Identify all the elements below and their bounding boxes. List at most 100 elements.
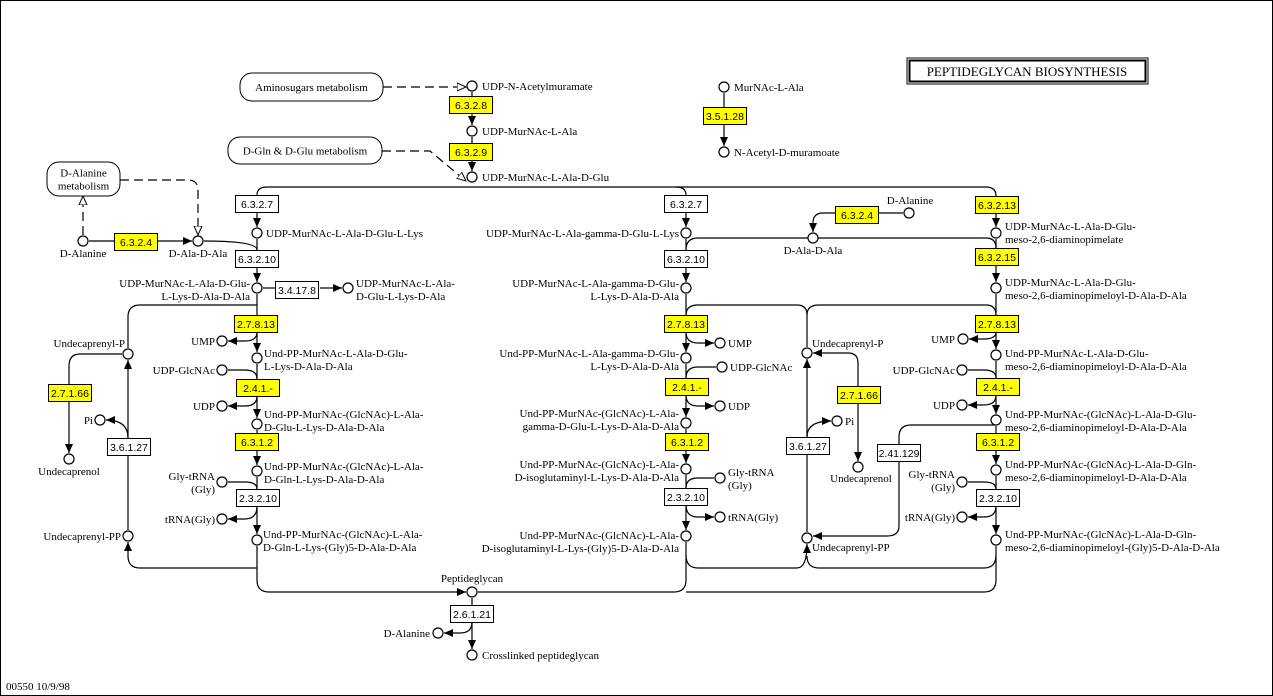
compound-node-icon[interactable] <box>957 333 969 345</box>
compound[interactable]: Und-PP-MurNAc-(GlcNAc)-L-Ala-D-Gln-meso-… <box>990 459 1197 484</box>
enzyme-box[interactable]: 3.6.1.27 <box>107 438 151 456</box>
compound-node-icon[interactable] <box>77 235 89 247</box>
enzyme-box[interactable]: 6.3.2.7 <box>235 195 279 213</box>
compound[interactable]: UDP-MurNAc-L-Ala-D-Glu <box>466 171 610 184</box>
compound[interactable]: UDP <box>193 400 228 413</box>
compound-node-icon[interactable] <box>216 364 228 376</box>
compound[interactable]: Undecaprenyl-P <box>801 338 883 359</box>
enzyme-box[interactable]: 2.3.2.10 <box>976 489 1020 507</box>
compound[interactable]: Gly-tRNA(Gly) <box>714 467 775 492</box>
compound-node-icon[interactable] <box>903 207 915 219</box>
compound-node-icon[interactable] <box>466 586 478 598</box>
compound-node-icon[interactable] <box>122 348 134 360</box>
compound[interactable]: UDP-GlcNAc <box>716 361 792 374</box>
compound[interactable]: tRNA(Gly) <box>714 511 778 524</box>
compound-node-icon[interactable] <box>192 235 204 247</box>
compound-node-icon[interactable] <box>466 649 478 661</box>
compound[interactable]: N-Acetyl-D-muramoate <box>718 146 840 159</box>
compound-node-icon[interactable] <box>94 414 106 426</box>
enzyme-box[interactable]: 6.3.2.8 <box>449 96 493 114</box>
compound[interactable]: Und-PP-MurNAc-(GlcNAc)-L-Ala-D-Gln-L-Lys… <box>251 529 423 554</box>
enzyme-box[interactable]: 3.5.1.28 <box>703 107 747 125</box>
enzyme-box[interactable]: 6.3.1.2 <box>976 433 1020 451</box>
compound[interactable]: tRNA(Gly) <box>905 511 968 524</box>
compound-node-icon[interactable] <box>956 511 968 523</box>
compound[interactable]: UMP <box>191 335 228 348</box>
compound[interactable]: D-Ala-D-Ala <box>169 235 228 260</box>
enzyme-box[interactable]: 6.3.1.2 <box>235 433 279 451</box>
compound-node-icon[interactable] <box>680 463 692 475</box>
compound[interactable]: Gly-tRNA(Gly) <box>169 471 228 496</box>
compound[interactable]: UDP-MurNAc-L-Ala-D-Glu-L-Lys-D-Ala-D-Ala <box>119 278 263 303</box>
compound-node-icon[interactable] <box>251 534 263 546</box>
compound-node-icon[interactable] <box>956 399 968 411</box>
compound-node-icon[interactable] <box>956 364 968 376</box>
compound[interactable]: Und-PP-MurNAc-(GlcNAc)-L-Ala-D-isoglutam… <box>482 530 692 555</box>
compound-node-icon[interactable] <box>63 453 75 465</box>
compound[interactable]: UDP-MurNAc-L-Ala-D-Glu-meso-2,6-diaminop… <box>990 221 1136 246</box>
compound[interactable]: UDP-MurNAc-L-Ala-D-Glu-L-Lys-D-Ala <box>342 278 455 303</box>
compound[interactable]: Pi <box>831 415 854 428</box>
compound[interactable]: UDP-GlcNAc <box>893 364 968 377</box>
compound-node-icon[interactable] <box>801 532 813 544</box>
compound[interactable]: Und-PP-MurNAc-(GlcNAc)-L-Ala-D-Gln-meso-… <box>990 529 1220 554</box>
enzyme-box[interactable]: 6.3.2.10 <box>235 250 279 268</box>
compound-node-icon[interactable] <box>466 80 478 92</box>
enzyme-box[interactable]: 2.3.2.10 <box>236 489 280 507</box>
compound-node-icon[interactable] <box>251 418 263 430</box>
enzyme-box[interactable]: 2.6.1.21 <box>450 605 494 623</box>
enzyme-box[interactable]: 3.6.1.27 <box>786 437 830 455</box>
compound[interactable]: Und-PP-MurNAc-L-Ala-D-Glu-L-Lys-D-Ala-D-… <box>251 348 408 373</box>
compound[interactable]: UDP-MurNAc-L-Ala-D-Glu-L-Lys <box>251 227 423 240</box>
enzyme-box[interactable]: 6.3.2.4 <box>114 233 158 251</box>
compound[interactable]: Undecaprenyl-P <box>54 338 134 360</box>
compound-node-icon[interactable] <box>990 349 1002 361</box>
compound[interactable]: D-Alanine <box>384 627 444 640</box>
compound-node-icon[interactable] <box>251 282 263 294</box>
enzyme-box[interactable]: 3.4.17.8 <box>275 281 319 299</box>
compound[interactable]: Pi <box>84 414 106 427</box>
enzyme-box[interactable]: 2.7.8.13 <box>975 315 1019 333</box>
compound-node-icon[interactable] <box>990 464 1002 476</box>
compound[interactable]: Und-PP-MurNAc-(GlcNAc)-L-Ala-D-Gln-L-Lys… <box>251 461 424 486</box>
pathway-map-link[interactable]: D-Gln & D-Glu metabolism <box>227 136 383 165</box>
pathway-map-link[interactable]: Aminosugars metabolism <box>239 72 384 102</box>
compound[interactable]: UDP <box>714 400 750 413</box>
compound-node-icon[interactable] <box>680 227 692 239</box>
compound-node-icon[interactable] <box>801 347 813 359</box>
compound[interactable]: Undecaprenyl-PP <box>801 532 890 554</box>
compound-node-icon[interactable] <box>466 125 478 137</box>
compound-node-icon[interactable] <box>956 476 968 488</box>
compound-node-icon[interactable] <box>718 81 730 93</box>
compound-node-icon[interactable] <box>714 511 726 523</box>
compound[interactable]: MurNAc-L-Ala <box>718 81 804 94</box>
enzyme-box[interactable]: 6.3.2.10 <box>664 250 708 268</box>
compound[interactable]: Undecaprenol <box>830 461 892 485</box>
compound-node-icon[interactable] <box>990 227 1002 239</box>
compound-node-icon[interactable] <box>714 472 726 484</box>
compound[interactable]: D-Ala-D-Ala <box>784 232 843 257</box>
compound-node-icon[interactable] <box>251 352 263 364</box>
compound[interactable]: Peptideglycan <box>441 573 504 598</box>
enzyme-box[interactable]: 6.3.2.4 <box>835 206 879 224</box>
compound-node-icon[interactable] <box>432 627 444 639</box>
compound[interactable]: UDP-GlcNAc <box>153 364 228 377</box>
compound-node-icon[interactable] <box>680 530 692 542</box>
enzyme-box[interactable]: 2.7.1.66 <box>837 386 881 404</box>
compound-node-icon[interactable] <box>680 282 692 294</box>
enzyme-box[interactable]: 2.41.129 <box>877 444 921 462</box>
compound-node-icon[interactable] <box>807 232 819 244</box>
compound[interactable]: UMP <box>931 333 969 346</box>
compound[interactable]: Undecaprenol <box>38 453 100 478</box>
compound-node-icon[interactable] <box>990 414 1002 426</box>
compound[interactable]: UDP-MurNAc-L-Ala-gamma-D-Glu-L-Lys <box>486 227 692 240</box>
compound-node-icon[interactable] <box>990 282 1002 294</box>
compound-node-icon[interactable] <box>831 415 843 427</box>
compound[interactable]: Und-PP-MurNAc-(GlcNAc)-L-Ala-gamma-D-Glu… <box>520 408 692 433</box>
compound-node-icon[interactable] <box>716 361 728 373</box>
compound[interactable]: Gly-tRNA(Gly) <box>909 469 968 494</box>
compound[interactable]: Und-PP-MurNAc-(GlcNAc)-L-Ala-D-Glu-meso-… <box>990 409 1197 434</box>
compound-node-icon[interactable] <box>714 400 726 412</box>
compound[interactable]: Und-PP-MurNAc-(GlcNAc)-L-Ala-D-Glu-L-Lys… <box>251 409 424 434</box>
